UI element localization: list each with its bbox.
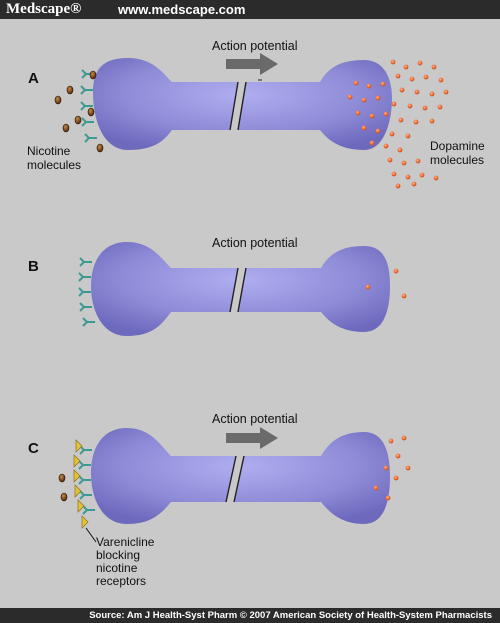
panel-c-nicotine-molecules (58, 473, 68, 502)
panel-c: C Action potential (28, 412, 411, 588)
panel-b-dopamine-molecules (365, 268, 407, 299)
nicotine-label-line1: Nicotine (27, 144, 71, 158)
dopamine-label: Dopamine molecules (430, 139, 488, 167)
panel-b: B Action potential (28, 236, 407, 336)
source-credit: Source: Am J Health-Syst Pharm © 2007 Am… (89, 610, 492, 621)
panel-a-action-arrow (226, 53, 278, 75)
panel-b-letter: B (28, 258, 39, 275)
varenicline-label: Varenicline blocking nicotine receptors (96, 535, 158, 588)
panel-b-axon-break (229, 267, 247, 313)
panel-c-axon-break (225, 455, 245, 503)
header-bar: Medscape® www.medscape.com (0, 0, 500, 19)
panel-c-dopamine-molecules (373, 435, 411, 501)
varenicline-label-line4: receptors (96, 574, 146, 588)
panel-c-neuron (91, 428, 390, 524)
panel-c-varenicline-molecules (73, 439, 89, 529)
panel-a-nicotine-molecules (54, 70, 104, 153)
site-url: www.medscape.com (118, 2, 246, 17)
panel-b-action-label: Action potential (212, 236, 297, 250)
varenicline-label-line2: blocking (96, 548, 140, 562)
panel-a-dopamine-molecules (347, 59, 449, 189)
panel-a-letter: A (28, 70, 39, 87)
varenicline-label-line1: Varenicline (96, 535, 155, 549)
panel-a-axon-break (229, 79, 262, 131)
nicotine-varenicline-diagram: A Action potential Nicotine (0, 19, 500, 608)
varenicline-pointer (85, 527, 97, 543)
footer-bar: Source: Am J Health-Syst Pharm © 2007 Am… (0, 608, 500, 623)
dopamine-label-line2: molecules (430, 153, 484, 167)
panel-c-action-arrow (226, 427, 278, 449)
dopamine-label-line1: Dopamine (430, 139, 485, 153)
panel-a-action-label: Action potential (212, 39, 297, 53)
medscape-logo: Medscape® (6, 1, 82, 17)
diagram-svg: A Action potential Nicotine (27, 39, 488, 588)
nicotine-label: Nicotine molecules (27, 144, 81, 172)
panel-a: A Action potential Nicotine (27, 39, 488, 189)
panel-c-action-label: Action potential (212, 412, 297, 426)
nicotine-label-line2: molecules (27, 158, 81, 172)
varenicline-label-line3: nicotine (96, 561, 138, 575)
panel-c-letter: C (28, 440, 39, 457)
panel-b-receptors (78, 257, 95, 327)
